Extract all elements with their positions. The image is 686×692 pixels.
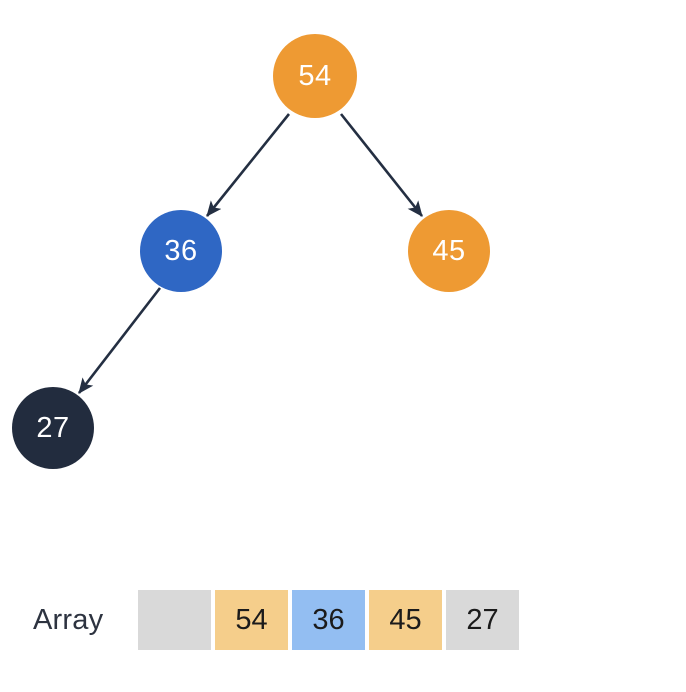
tree-edges-layer xyxy=(77,113,424,394)
edge-left-leftleft xyxy=(77,287,162,394)
array-cell-value: 54 xyxy=(235,603,268,636)
edge-root-left xyxy=(205,113,291,217)
array-cell-value: 27 xyxy=(466,603,499,636)
array-cell-0[interactable] xyxy=(138,590,211,650)
array-cell-1[interactable]: 54 xyxy=(215,590,288,650)
edge-root-right xyxy=(339,113,424,217)
array-cell-value: 45 xyxy=(389,603,422,636)
array-label: Array xyxy=(33,603,104,636)
array-row: Array 54 36 45 27 xyxy=(0,588,686,652)
tree-node-27[interactable]: 27 xyxy=(12,387,94,469)
tree-node-label: 27 xyxy=(36,411,70,444)
array-cell-value: 36 xyxy=(312,603,345,636)
array-cell-2[interactable]: 36 xyxy=(292,590,365,650)
array-cell-3[interactable]: 45 xyxy=(369,590,442,650)
array-cells: 54 36 45 27 xyxy=(138,590,519,650)
array-cell-4[interactable]: 27 xyxy=(446,590,519,650)
tree-node-label: 45 xyxy=(432,234,466,267)
tree-node-label: 54 xyxy=(298,59,332,92)
tree-node-54[interactable]: 54 xyxy=(273,34,357,118)
tree-node-45[interactable]: 45 xyxy=(408,210,490,292)
tree-node-label: 36 xyxy=(164,234,198,267)
tree-node-36[interactable]: 36 xyxy=(140,210,222,292)
